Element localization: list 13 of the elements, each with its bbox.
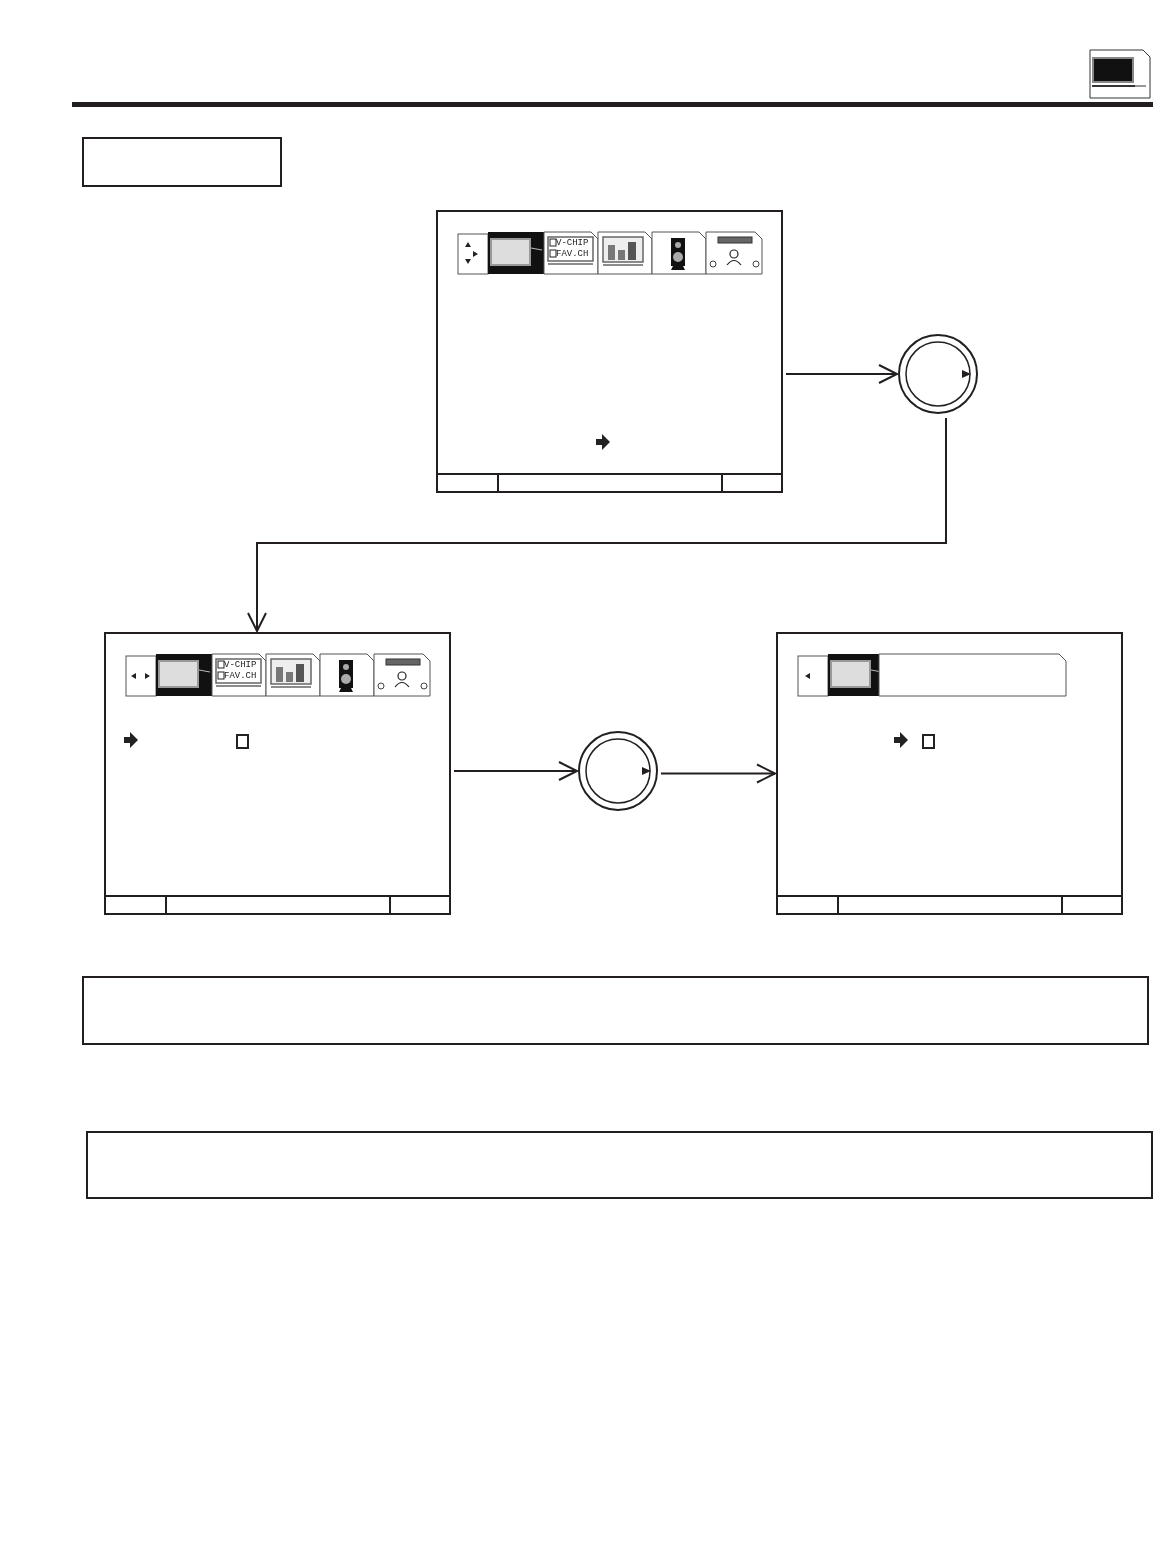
tab-text: V-CHIP xyxy=(224,661,257,670)
arrow xyxy=(453,761,578,781)
arrow xyxy=(247,417,947,632)
arrow xyxy=(660,763,776,784)
arrow xyxy=(785,364,898,384)
rotation-circle xyxy=(898,334,978,414)
tv-screen xyxy=(104,632,451,915)
tab-text: V-CHIP xyxy=(556,239,589,248)
tv-screen xyxy=(776,632,1123,915)
rotation-circle xyxy=(578,731,658,811)
tab-text: FAV.CH xyxy=(224,672,257,681)
tv-screen xyxy=(436,210,783,493)
tab-text: FAV.CH xyxy=(556,250,589,259)
